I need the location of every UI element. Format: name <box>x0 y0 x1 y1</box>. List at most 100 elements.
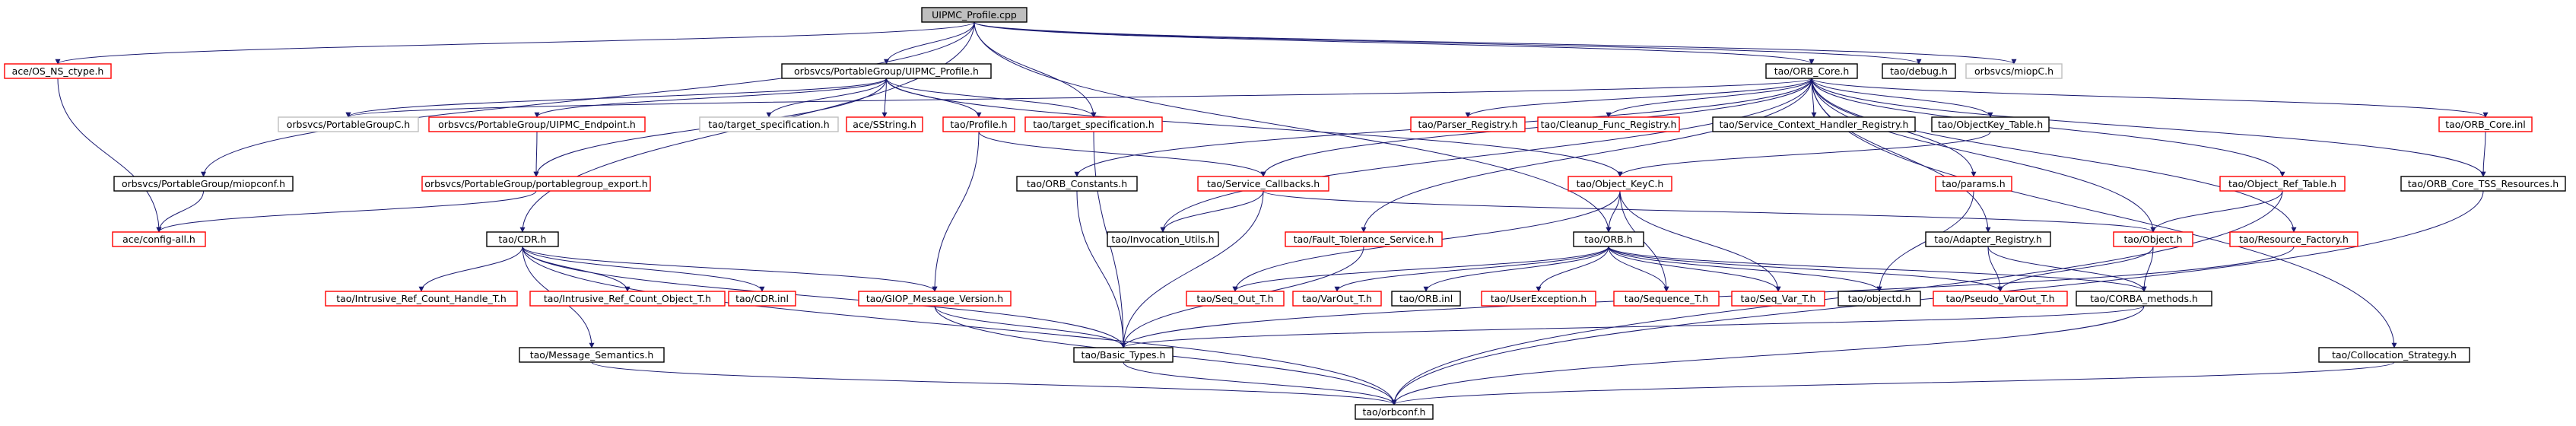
node-seq-out-t-h[interactable]: tao/Seq_Out_T.h <box>1186 291 1285 307</box>
node-label: tao/debug.h <box>1890 65 1948 77</box>
node-portablegroupc-h[interactable]: orbsvcs/PortableGroupC.h <box>278 116 419 132</box>
node-service-context-handler-registry-h[interactable]: tao/Service_Context_Handler_Registry.h <box>1712 116 1916 132</box>
node-cdr-h[interactable]: tao/CDR.h <box>486 231 559 247</box>
node-sstring-h[interactable]: ace/SString.h <box>846 116 923 132</box>
node-service-callbacks-h[interactable]: tao/Service_Callbacks.h <box>1197 176 1329 192</box>
node-cleanup-func-registry-h[interactable]: tao/Cleanup_Func_Registry.h <box>1537 116 1680 132</box>
edge-objectkey_table_h-to-object_keyc_h <box>1617 131 1991 177</box>
node-resource-factory-h[interactable]: tao/Resource_Factory.h <box>2229 231 2358 247</box>
node-object-keyc-h[interactable]: tao/Object_KeyC.h <box>1568 176 1672 192</box>
node-box <box>781 63 992 79</box>
node-box <box>1765 63 1858 79</box>
node-os-ns-ctype[interactable]: ace/OS_NS_ctype.h <box>4 63 112 79</box>
node-intrusive-ref-count-object-t-h[interactable]: tao/Intrusive_Ref_Count_Object_T.h <box>529 291 726 307</box>
node-seq-var-t-h[interactable]: tao/Seq_Var_T.h <box>1731 291 1825 307</box>
edge-orb_core_h-to-invocation_utils_h <box>1160 78 1812 233</box>
node-label: tao/Object_KeyC.h <box>1577 178 1664 189</box>
edge-root-to-miopc_h <box>974 21 2017 65</box>
node-miopconf-h[interactable]: orbsvcs/PortableGroup/miopconf.h <box>113 176 294 192</box>
node-label: tao/Intrusive_Ref_Count_Object_T.h <box>544 293 711 304</box>
node-objectkey-table-h[interactable]: tao/ObjectKey_Table.h <box>1931 116 2050 132</box>
node-orb-inl[interactable]: tao/ORB.inl <box>1391 291 1461 307</box>
node-box <box>846 116 923 132</box>
node-orb-core-h[interactable]: tao/ORB_Core.h <box>1765 63 1858 79</box>
node-label: tao/Basic_Types.h <box>1082 349 1166 361</box>
edge-root-to-debug_h <box>974 21 1922 65</box>
node-label: tao/params.h <box>1942 178 2005 189</box>
node-objectd-h[interactable]: tao/objectd.h <box>1838 291 1921 307</box>
node-label: orbsvcs/PortableGroup/portablegroup_expo… <box>424 178 647 189</box>
node-uipmc-profile-h[interactable]: orbsvcs/PortableGroup/UIPMC_Profile.h <box>781 63 992 79</box>
node-label: tao/Object.h <box>2123 234 2182 245</box>
node-orbconf-h[interactable]: tao/orbconf.h <box>1355 404 1434 420</box>
node-label: tao/Adapter_Registry.h <box>1934 234 2042 245</box>
node-basic-types-h[interactable]: tao/Basic_Types.h <box>1073 347 1174 363</box>
edge-adapter_registry_h-to-pseudo_varout_t_h <box>1987 246 2003 292</box>
node-userexception-h[interactable]: tao/UserException.h <box>1481 291 1596 307</box>
node-varout-t-h[interactable]: tao/VarOut_T.h <box>1292 291 1382 307</box>
edge-orb_core_h-to-orb_core_inl <box>1811 78 2489 118</box>
node-message-semantics-h[interactable]: tao/Message_Semantics.h <box>519 347 665 363</box>
edge-cdr_h-to-orbconf_h <box>522 246 1397 405</box>
node-orb-core-tss-resources-h[interactable]: tao/ORB_Core_TSS_Resources.h <box>2400 176 2566 192</box>
node-box <box>325 291 518 307</box>
node-collocation-strategy-h[interactable]: tao/Collocation_Strategy.h <box>2318 347 2470 363</box>
node-corba-methods-h[interactable]: tao/CORBA_methods.h <box>2076 291 2212 307</box>
edge-profile_h-to-service_callbacks_h <box>978 131 1266 177</box>
node-box <box>1931 116 2050 132</box>
edge-root-to-orb_core_h <box>974 21 1815 65</box>
node-parser-registry-h[interactable]: tao/Parser_Registry.h <box>1410 116 1526 132</box>
node-params-h[interactable]: tao/params.h <box>1935 176 2012 192</box>
node-orb-core-inl[interactable]: tao/ORB_Core.inl <box>2438 116 2533 132</box>
node-box <box>1568 176 1672 192</box>
node-label: tao/CDR.inl <box>735 293 789 304</box>
node-giop-message-version-h[interactable]: tao/GIOP_Message_Version.h <box>858 291 1012 307</box>
node-label: orbsvcs/PortableGroup/UIPMC_Endpoint.h <box>438 119 636 130</box>
edge-object_ref_table_h-to-object_h <box>2150 190 2283 233</box>
node-orb-h[interactable]: tao/ORB.h <box>1573 231 1644 247</box>
node-box <box>942 116 1015 132</box>
node-label: tao/Profile.h <box>950 119 1007 130</box>
node-miopc-h[interactable]: orbsvcs/miopC.h <box>1965 63 2063 79</box>
edge-corba_methods_h-to-basic_types_h <box>1120 305 2145 348</box>
node-fault-tolerance-service-h[interactable]: tao/Fault_Tolerance_Service.h <box>1285 231 1443 247</box>
node-box <box>2438 116 2533 132</box>
node-label: orbsvcs/PortableGroup/miopconf.h <box>122 178 285 189</box>
node-label: tao/Message_Semantics.h <box>530 349 654 361</box>
edge-orb_core_h-to-parser_registry_h <box>1465 78 1812 118</box>
node-label: tao/ORB_Core.h <box>1774 65 1850 77</box>
node-label: tao/Pseudo_VarOut_T.h <box>1945 293 2054 304</box>
node-portablegroup-export-h[interactable]: orbsvcs/PortableGroup/portablegroup_expo… <box>421 176 651 192</box>
node-label: tao/Object_Ref_Table.h <box>2228 178 2336 189</box>
node-sequence-t-h[interactable]: tao/Sequence_T.h <box>1613 291 1720 307</box>
node-box <box>428 116 646 132</box>
node-label: tao/Service_Callbacks.h <box>1207 178 1320 189</box>
node-profile-h[interactable]: tao/Profile.h <box>942 116 1015 132</box>
node-label: tao/objectd.h <box>1848 293 1911 304</box>
edge-profile_h-to-giop_message_version_h <box>932 131 980 292</box>
node-target-spec-h-gray[interactable]: tao/target_specification.h <box>699 116 839 132</box>
node-root[interactable]: UIPMC_Profile.cpp <box>921 7 1028 23</box>
node-box <box>2219 176 2346 192</box>
node-uipmc-endpoint-h[interactable]: orbsvcs/PortableGroup/UIPMC_Endpoint.h <box>428 116 646 132</box>
node-label: tao/Invocation_Utils.h <box>1111 234 1214 245</box>
edge-root-to-os_ns_ctype <box>55 21 975 65</box>
edge-orb_constants_h-to-basic_types_h <box>1076 190 1126 348</box>
node-config-all-h[interactable]: ace/config-all.h <box>112 231 206 247</box>
node-target-spec-h[interactable]: tao/target_specification.h <box>1024 116 1163 132</box>
edge-uipmc_endpoint_h-to-portablegroup_export_h <box>533 131 539 177</box>
edge-orb_h-to-varout_t_h <box>1334 246 1609 292</box>
node-debug-h[interactable]: tao/debug.h <box>1882 63 1956 79</box>
node-object-ref-table-h[interactable]: tao/Object_Ref_Table.h <box>2219 176 2346 192</box>
node-invocation-utils-h[interactable]: tao/Invocation_Utils.h <box>1107 231 1219 247</box>
node-cdr-inl[interactable]: tao/CDR.inl <box>728 291 796 307</box>
node-pseudo-varout-t-h[interactable]: tao/Pseudo_VarOut_T.h <box>1933 291 2068 307</box>
edge-orb_core_inl-to-orb_core_tss_resources_h <box>2480 131 2486 177</box>
node-intrusive-ref-count-handle-t-h[interactable]: tao/Intrusive_Ref_Count_Handle_T.h <box>325 291 518 307</box>
node-object-h[interactable]: tao/Object.h <box>2113 231 2193 247</box>
node-adapter-registry-h[interactable]: tao/Adapter_Registry.h <box>1925 231 2051 247</box>
node-box <box>2113 231 2193 247</box>
node-orb-constants-h[interactable]: tao/ORB_Constants.h <box>1016 176 1138 192</box>
edge-os_ns_ctype-to-config_all_h <box>57 78 162 233</box>
